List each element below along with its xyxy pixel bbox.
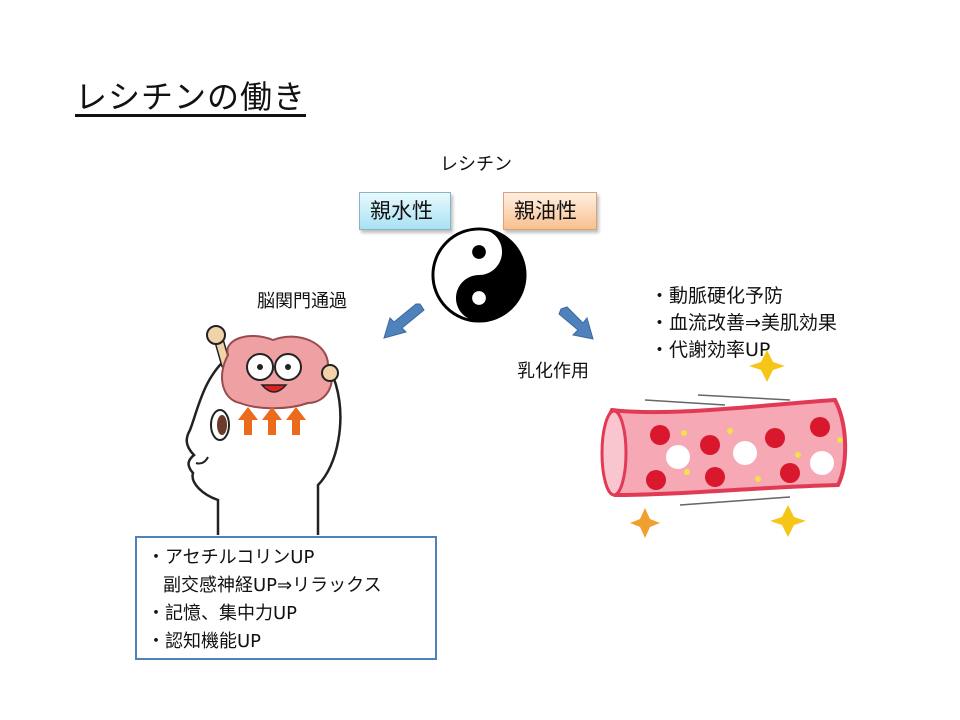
benefit-item: ・代謝効率UP [650,339,771,361]
brain-head-icon [185,325,342,535]
blood-vessel-icon [600,350,848,538]
lipophilic-tag: 親油性 [503,192,597,230]
brain-effects-box: ・アセチルコリンUP 副交感神経UP⇒リラックス ・記憶、集中力UP ・認知機能… [135,536,437,660]
emulsification-label: 乳化作用 [517,361,589,382]
effect-item: ・アセチルコリンUP [147,547,315,568]
arrow-down-left-icon [383,303,425,339]
center-label: レシチン [440,154,512,175]
hydrophilic-tag: 親水性 [359,192,451,230]
effect-item: ・記憶、集中力UP [147,603,298,624]
effect-item: ・認知機能UP [147,631,262,652]
benefit-item: ・動脈硬化予防 [650,285,784,307]
page-title: レシチンの働き [75,78,307,116]
arrow-down-right-icon [558,306,594,340]
yin-yang-icon [431,227,527,323]
benefits-list: ・動脈硬化予防 ・血流改善⇒美肌効果 ・代謝効率UP [650,283,837,364]
effect-item: 副交感神経UP⇒リラックス [163,575,382,596]
benefit-item: ・血流改善⇒美肌効果 [650,312,837,334]
brain-barrier-label: 脳関門通過 [257,291,347,312]
